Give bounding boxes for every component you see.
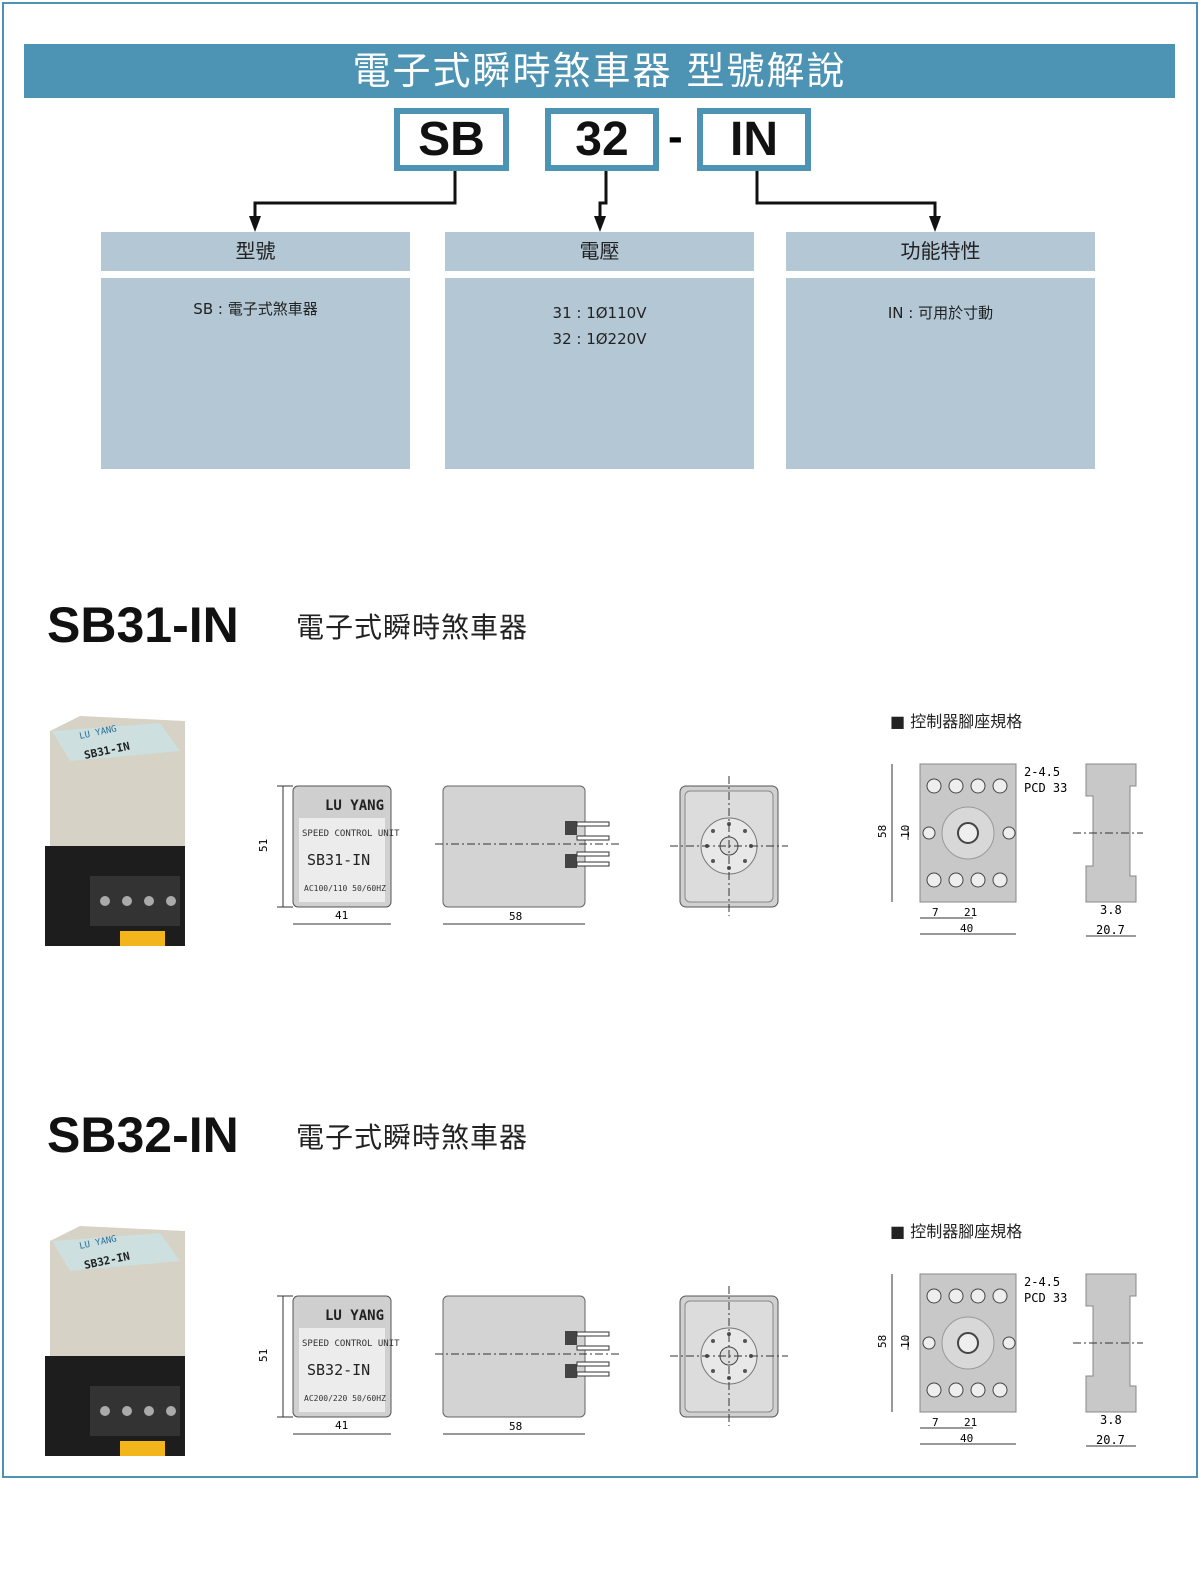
socket-pcd: PCD 33 [1024, 1291, 1067, 1305]
socket-dim-rail: 3.8 [1100, 1413, 1122, 1427]
code-voltage: 32 [545, 108, 659, 171]
dim-height: 51 [257, 1349, 270, 1362]
front-label-model: SB32-IN [307, 1361, 370, 1379]
socket-dim-rail: 3.8 [1100, 903, 1122, 917]
category-function-body: IN : 可用於寸動 [786, 278, 1095, 469]
socket-dim-depth: 20.7 [1096, 1433, 1125, 1447]
category-function-header: 功能特性 [786, 232, 1095, 271]
side-view-drawing: 58 [435, 1295, 620, 1435]
socket-dim-height: 58 [876, 825, 889, 838]
code-function: IN [697, 108, 811, 171]
socket-dim-center: 21 [964, 906, 977, 919]
front-label-model: SB31-IN [307, 851, 370, 869]
product-model-title: SB31-IN [47, 597, 239, 653]
code-series: SB [394, 108, 509, 171]
socket-dim-left: 7 [932, 1416, 939, 1429]
product-subtitle: 電子式瞬時煞車器 [296, 1121, 529, 1154]
product-photo: LU YANG SB31-IN [45, 716, 185, 946]
socket-hole-spec: 2-4.5 [1024, 1275, 1060, 1289]
socket-spec-title: ■ 控制器腳座規格 [890, 1222, 1023, 1241]
front-brand: LU YANG [325, 798, 384, 814]
page-title: 電子式瞬時煞車器 型號解說 [24, 44, 1175, 98]
connector-arrows [249, 171, 941, 232]
product-subtitle: 電子式瞬時煞車器 [296, 611, 529, 644]
socket-dim-width: 40 [960, 1432, 973, 1445]
front-brand: LU YANG [325, 1308, 384, 1324]
socket-dim-center: 21 [964, 1416, 977, 1429]
socket-dim-pitch: 10 [899, 825, 912, 838]
socket-hole-spec: 2-4.5 [1024, 765, 1060, 779]
code-separator: - [668, 112, 683, 161]
socket-drawing: 58 10 2-4.5 PCD 33 7 21 40 3.8 20.7 [876, 763, 1143, 937]
socket-dim-pitch: 10 [899, 1335, 912, 1348]
dim-depth: 58 [509, 1420, 522, 1433]
dim-height: 51 [257, 839, 270, 852]
front-label-line: SPEED CONTROL UNIT [302, 1339, 400, 1349]
category-model-body: SB : 電子式煞車器 [101, 278, 410, 469]
bottom-view-drawing [670, 776, 788, 916]
bottom-view-drawing [670, 1286, 788, 1426]
product-section: SB31-IN 電子式瞬時煞車器 LU YANG SB31-IN LU YANG… [0, 596, 1200, 1076]
front-label-line: SPEED CONTROL UNIT [302, 829, 400, 839]
dim-width: 41 [335, 909, 348, 922]
socket-drawing: 58 10 2-4.5 PCD 33 7 21 40 3.8 20.7 [876, 1273, 1143, 1447]
socket-spec-title: ■ 控制器腳座規格 [890, 712, 1023, 731]
socket-dim-height: 58 [876, 1335, 889, 1348]
front-label-rating: AC100/110 50/60HZ [304, 884, 386, 893]
front-label-rating: AC200/220 50/60HZ [304, 1394, 386, 1403]
socket-dim-left: 7 [932, 906, 939, 919]
socket-dim-width: 40 [960, 922, 973, 935]
category-model-header: 型號 [101, 232, 410, 271]
product-section: SB32-IN 電子式瞬時煞車器 LU YANG SB32-IN LU YANG… [0, 1106, 1200, 1586]
category-voltage-body: 31 : 1Ø110V 32 : 1Ø220V [445, 278, 754, 469]
side-view-drawing: 58 [435, 785, 620, 925]
dim-depth: 58 [509, 910, 522, 923]
socket-pcd: PCD 33 [1024, 781, 1067, 795]
socket-dim-depth: 20.7 [1096, 923, 1125, 937]
product-photo: LU YANG SB32-IN [45, 1226, 185, 1456]
front-view-drawing: LU YANG SPEED CONTROL UNIT SB31-IN AC100… [257, 785, 400, 925]
front-view-drawing: LU YANG SPEED CONTROL UNIT SB32-IN AC200… [257, 1295, 400, 1435]
dim-width: 41 [335, 1419, 348, 1432]
page-frame [2, 2, 1198, 1478]
product-model-title: SB32-IN [47, 1107, 239, 1163]
category-voltage-header: 電壓 [445, 232, 754, 271]
